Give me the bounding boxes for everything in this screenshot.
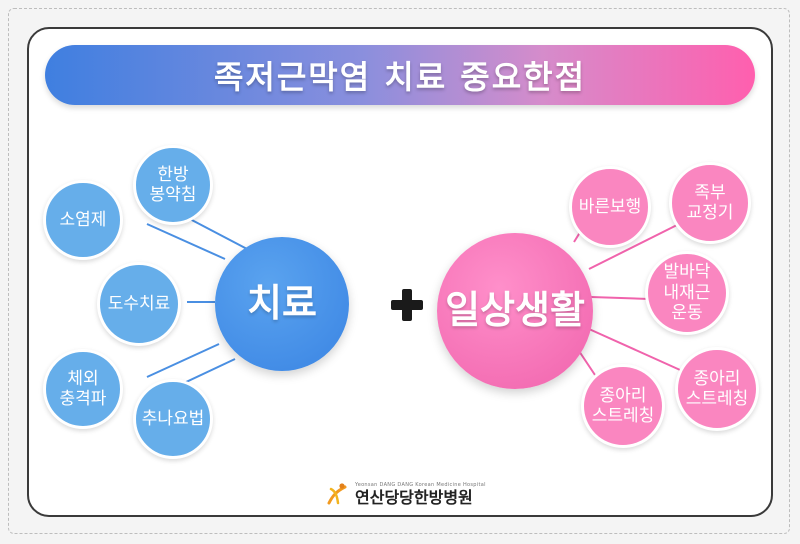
right-item: 바른보행 xyxy=(569,166,651,248)
left-item: 추나요법 xyxy=(133,379,213,459)
right-item: 족부 교정기 xyxy=(669,162,751,244)
hospital-logo-subtitle: Yeonsan DANG DANG Korean Medicine Hospit… xyxy=(355,481,486,488)
link-right-4 xyxy=(588,328,690,375)
hospital-logo-icon xyxy=(327,483,347,505)
left-item: 체외 충격파 xyxy=(43,349,123,429)
hospital-name: 연산당당한방병원 xyxy=(355,487,473,507)
left-item: 한방 봉약침 xyxy=(133,145,213,225)
hub-daily-life-label: 일상생활 xyxy=(445,288,585,333)
title-banner: 족저근막염 치료 중요한점 xyxy=(45,45,755,105)
hub-treatment: 치료 xyxy=(215,237,349,371)
hub-treatment-label: 치료 xyxy=(247,281,317,326)
infographic-title: 족저근막염 치료 중요한점 xyxy=(213,58,587,96)
infographic-card: 족저근막염 치료 중요한점 치료 일상생활 소염제 한방 봉약침 도수치료 xyxy=(27,27,773,517)
link-left-1 xyxy=(146,223,226,260)
outer-frame xyxy=(8,8,790,534)
left-item: 도수치료 xyxy=(97,262,181,346)
link-right-2 xyxy=(588,223,680,270)
plus-icon xyxy=(389,287,425,323)
hospital-logo: Yeonsan DANG DANG Korean Medicine Hospit… xyxy=(325,479,486,509)
hub-daily-life: 일상생활 xyxy=(437,233,593,389)
right-item: 종아리 스트레칭 xyxy=(581,364,665,448)
right-item: 발바닥 내재근 운동 xyxy=(645,251,729,335)
left-item: 소염제 xyxy=(43,180,123,260)
link-left-4 xyxy=(146,343,220,378)
link-right-3 xyxy=(590,296,650,300)
right-item: 종아리 스트레칭 xyxy=(675,347,759,431)
